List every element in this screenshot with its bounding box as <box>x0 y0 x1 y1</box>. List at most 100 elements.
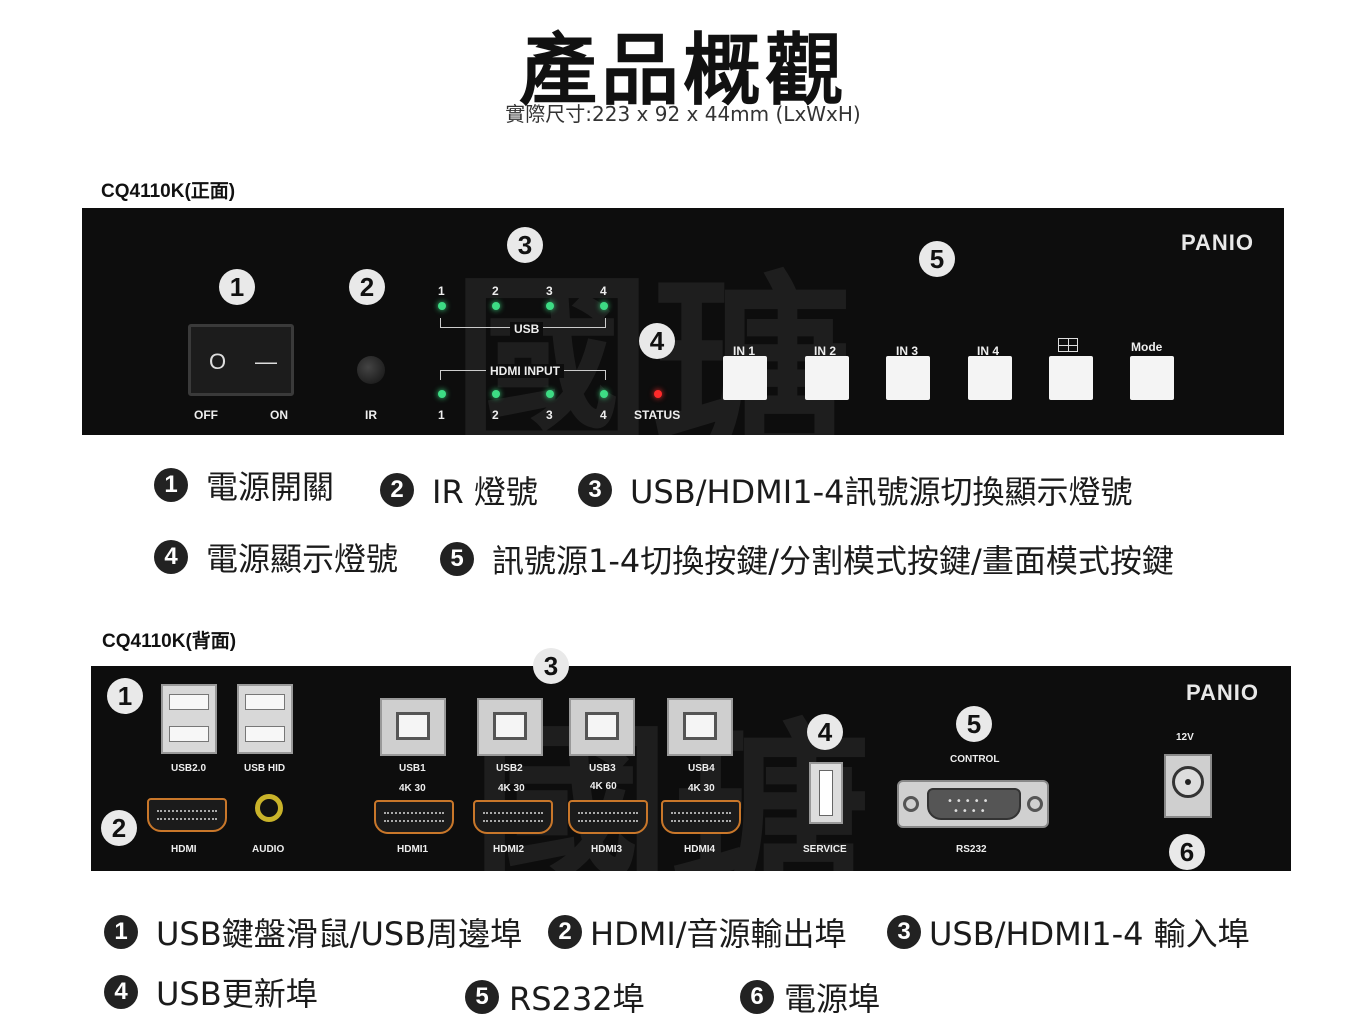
in1-label: IN 1 <box>733 344 756 358</box>
usb4-spec: 4K 30 <box>688 783 715 794</box>
audio-label: AUDIO <box>252 844 285 855</box>
legend-num: 1 <box>104 915 138 949</box>
usb2-port-b <box>477 698 543 756</box>
status-label: STATUS <box>634 408 681 422</box>
hdmi2-port <box>473 800 553 834</box>
hdmi3-label: HDMI3 <box>591 844 623 855</box>
legend-text: HDMI/音源輸出埠 <box>590 915 847 953</box>
hdmi-out-port <box>147 798 227 832</box>
hdmi1-label: HDMI1 <box>397 844 429 855</box>
front-legend-item-4: 4 電源顯示燈號 <box>154 534 398 580</box>
hdmi-led-num-2: 2 <box>492 408 499 422</box>
audio-jack <box>255 794 283 822</box>
hdmi-out-label: HDMI <box>171 844 197 855</box>
usb-hid-label: USB HID <box>244 763 286 774</box>
in1-button[interactable] <box>723 356 767 400</box>
power-jack <box>1164 754 1212 818</box>
front-badge-5: 5 <box>919 241 955 277</box>
hdmi2-label: HDMI2 <box>493 844 525 855</box>
usb2-spec: 4K 30 <box>498 783 525 794</box>
usb-hid-port <box>237 684 293 754</box>
hdmi4-port <box>661 800 741 834</box>
legend-text: 訊號源1-4切換按鍵/分割模式按鍵/畫面模式按鍵 <box>492 542 1174 580</box>
front-legend-item-1: 1 電源開關 <box>154 462 334 508</box>
back-legend-item-3: 3 USB/HDMI1-4 輸入埠 <box>887 909 1250 955</box>
hdmi-led-1 <box>438 390 446 398</box>
legend-text: USB/HDMI1-4 輸入埠 <box>929 915 1250 953</box>
front-badge-4: 4 <box>639 323 675 359</box>
usb3-label: USB3 <box>589 763 616 774</box>
status-led <box>654 390 662 398</box>
back-badge-1: 1 <box>107 678 143 714</box>
back-badge-6: 6 <box>1169 834 1205 870</box>
back-badge-4: 4 <box>807 714 843 750</box>
legend-text: IR 燈號 <box>432 473 538 511</box>
legend-text: 電源顯示燈號 <box>206 540 399 578</box>
usb-led-num-2: 2 <box>492 284 499 298</box>
legend-num: 1 <box>154 468 188 502</box>
in2-button[interactable] <box>805 356 849 400</box>
back-badge-2: 2 <box>101 810 137 846</box>
back-model-label: CQ4110K(背面) <box>102 631 237 652</box>
back-badge-3: 3 <box>533 648 569 684</box>
power-label: 12V <box>1176 732 1194 743</box>
legend-num: 5 <box>465 980 499 1014</box>
front-legend-item-2: 2 IR 燈號 <box>380 467 538 513</box>
legend-num: 6 <box>740 980 774 1014</box>
mode-button[interactable] <box>1130 356 1174 400</box>
legend-num: 5 <box>440 542 474 576</box>
legend-text: 電源埠 <box>784 980 881 1018</box>
switch-off-label: OFF <box>194 408 218 422</box>
in3-button[interactable] <box>886 356 930 400</box>
usb3-spec: 4K 60 <box>590 781 617 792</box>
legend-text: USB/HDMI1-4訊號源切換顯示燈號 <box>630 473 1133 511</box>
usb-led-2 <box>492 302 500 310</box>
back-legend-item-4: 4 USB更新埠 <box>104 969 318 1015</box>
usb1-port <box>380 698 446 756</box>
ir-sensor <box>357 356 385 384</box>
legend-num: 2 <box>548 915 582 949</box>
rs232-port: ••••• •••• <box>897 780 1049 828</box>
power-switch[interactable]: O — <box>188 324 294 396</box>
service-label: SERVICE <box>803 844 847 855</box>
in2-label: IN 2 <box>814 344 837 358</box>
usb2-label: USB2.0 <box>171 763 207 774</box>
usb-group-label: USB <box>510 322 544 336</box>
usb1-label: USB1 <box>399 763 426 774</box>
legend-text: RS232埠 <box>509 980 645 1018</box>
hdmi-input-label: HDMI INPUT <box>486 364 564 378</box>
back-legend-item-1: 1 USB鍵盤滑鼠/USB周邊埠 <box>104 909 522 955</box>
usb-led-1 <box>438 302 446 310</box>
usb2-port <box>161 684 217 754</box>
usb-led-num-4: 4 <box>600 284 607 298</box>
legend-num: 4 <box>154 540 188 574</box>
hdmi-led-num-3: 3 <box>546 408 553 422</box>
hdmi3-port <box>568 800 648 834</box>
hdmi-led-num-4: 4 <box>600 408 607 422</box>
legend-text: USB鍵盤滑鼠/USB周邊埠 <box>156 915 523 953</box>
front-badge-1: 1 <box>219 269 255 305</box>
back-legend-item-6: 6 電源埠 <box>740 974 880 1020</box>
service-usb-port <box>809 762 843 824</box>
switch-on-label: ON <box>270 408 288 422</box>
front-logo: PANIO <box>1180 230 1254 255</box>
hdmi1-port <box>374 800 454 834</box>
switch-on-symbol: — <box>255 349 277 374</box>
back-logo: PANIO <box>1185 680 1259 705</box>
legend-text: 電源開關 <box>206 468 335 506</box>
front-model-label: CQ4110K(正面) <box>101 181 236 202</box>
back-legend-item-2: 2 HDMI/音源輸出埠 <box>548 909 847 955</box>
in3-label: IN 3 <box>896 344 919 358</box>
in4-button[interactable] <box>968 356 1012 400</box>
front-badge-2: 2 <box>349 269 385 305</box>
legend-num: 4 <box>104 975 138 1009</box>
usb-led-num-1: 1 <box>438 284 445 298</box>
legend-text: USB更新埠 <box>156 975 318 1013</box>
usb-led-4 <box>600 302 608 310</box>
usb3-port <box>569 698 635 756</box>
ir-label: IR <box>365 408 377 422</box>
front-panel: 國瑭 PANIO 1 2 3 4 5 O — OFF ON IR 1 2 3 4… <box>82 208 1284 488</box>
split-mode-button[interactable] <box>1049 356 1093 400</box>
mode-label: Mode <box>1131 340 1163 354</box>
usb-led-3 <box>546 302 554 310</box>
